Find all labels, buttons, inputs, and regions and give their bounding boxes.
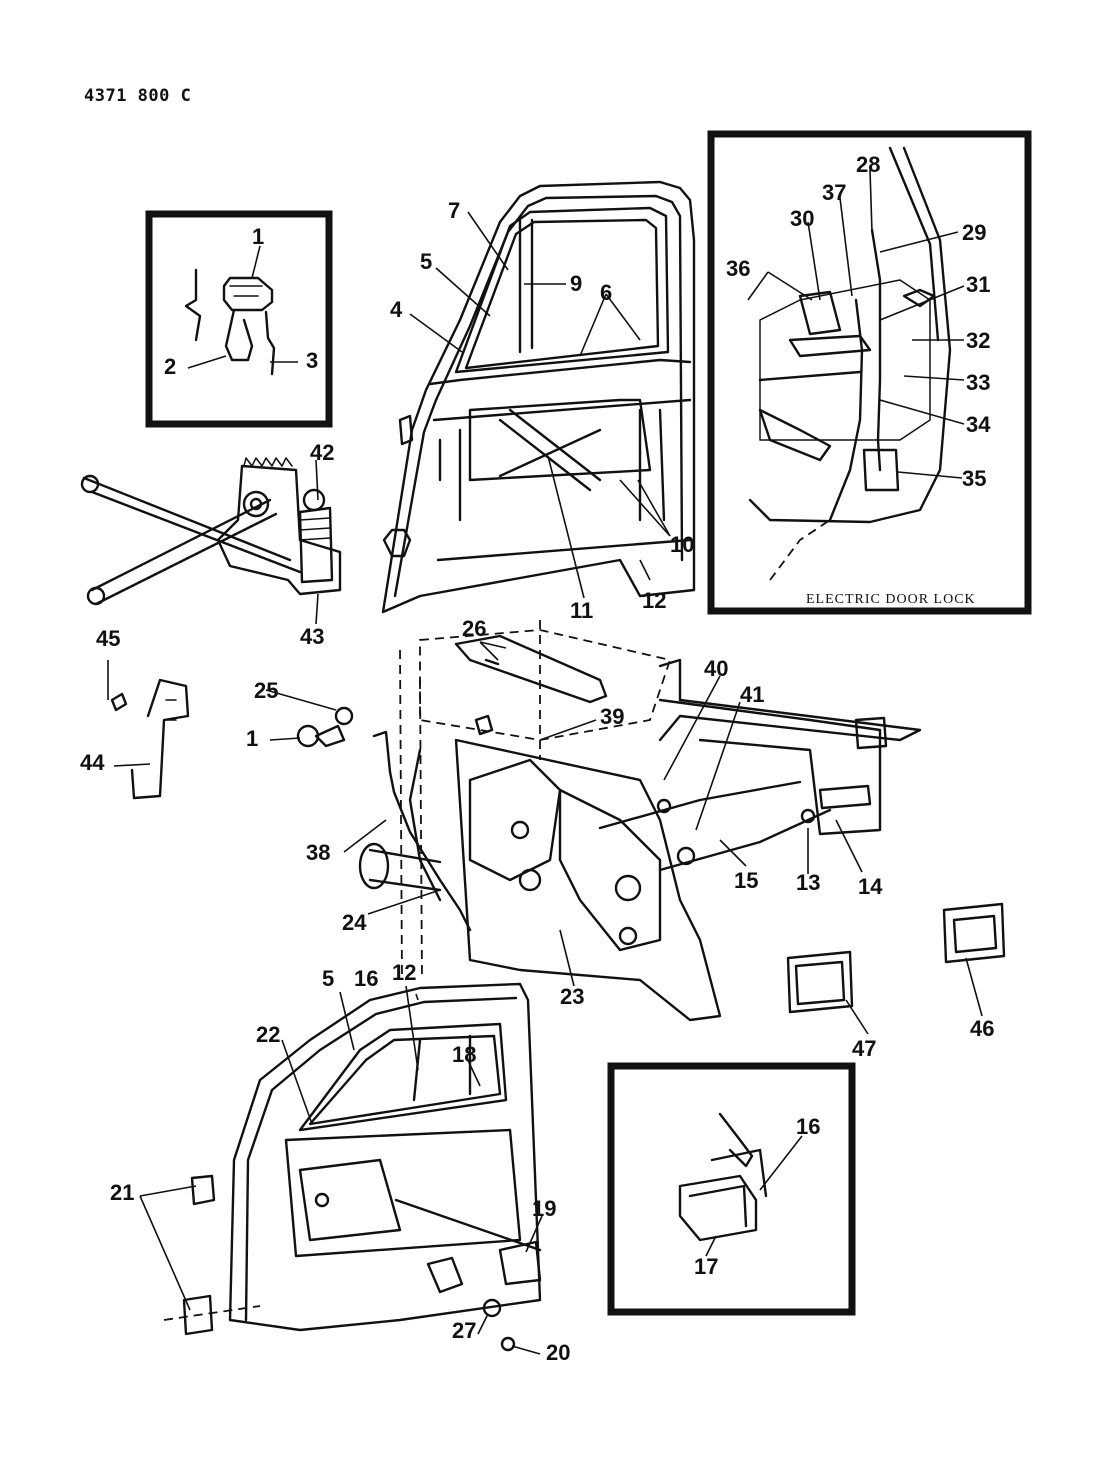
callout-12-top: 12 xyxy=(642,588,667,613)
callout-6: 6 xyxy=(600,280,613,305)
callout-12-bottom: 12 xyxy=(392,960,417,985)
callout-33: 33 xyxy=(966,370,991,395)
callout-35: 35 xyxy=(962,466,987,491)
leader-lines xyxy=(107,169,983,1355)
inset-frame-lock-rods xyxy=(145,210,333,428)
callout-23: 23 xyxy=(560,984,585,1009)
callout-39: 39 xyxy=(600,704,625,729)
inset-frame-electric-door-lock xyxy=(707,130,1032,615)
callout-16-bottom: 16 xyxy=(354,966,379,991)
callout-10: 10 xyxy=(670,532,695,557)
callout-27: 27 xyxy=(452,1318,477,1343)
callout-7: 7 xyxy=(448,198,461,223)
callout-19: 19 xyxy=(532,1196,557,1221)
callout-9: 9 xyxy=(570,271,583,296)
bracket-44 xyxy=(110,678,190,800)
electric-lock-inset-art xyxy=(748,146,952,581)
callout-18: 18 xyxy=(452,1042,477,1067)
callout-41: 41 xyxy=(740,682,765,707)
callout-1-middle: 1 xyxy=(246,726,259,751)
callout-38: 38 xyxy=(306,840,331,865)
callout-4: 4 xyxy=(390,297,403,322)
callout-44: 44 xyxy=(80,750,105,775)
callout-13: 13 xyxy=(796,870,821,895)
handle-inset-art xyxy=(678,1112,768,1242)
callout-32: 32 xyxy=(966,328,991,353)
callout-25: 25 xyxy=(254,678,279,703)
callout-5-bottom: 5 xyxy=(322,966,335,991)
callout-37: 37 xyxy=(822,180,847,205)
latch-and-handle-assembly xyxy=(296,620,922,1022)
callout-31: 31 xyxy=(966,272,991,297)
callout-34: 34 xyxy=(966,412,991,437)
window-regulator xyxy=(80,457,342,606)
callout-21: 21 xyxy=(110,1180,135,1205)
callout-3: 3 xyxy=(306,348,319,373)
figure-code: 4371 800 C xyxy=(84,86,192,106)
callout-29: 29 xyxy=(962,220,987,245)
callout-40: 40 xyxy=(704,656,729,681)
callout-17: 17 xyxy=(694,1254,719,1279)
callout-28: 28 xyxy=(856,152,881,177)
callout-47: 47 xyxy=(852,1036,877,1061)
callout-5-top: 5 xyxy=(420,249,433,274)
callout-11: 11 xyxy=(570,598,594,623)
callout-43: 43 xyxy=(300,624,325,649)
inset-frame-handle xyxy=(607,1062,856,1316)
callout-24: 24 xyxy=(342,910,367,935)
callout-15: 15 xyxy=(734,868,759,893)
callout-16-inset: 16 xyxy=(796,1114,821,1139)
callout-14: 14 xyxy=(858,874,883,899)
electric-door-lock-caption: ELECTRIC DOOR LOCK xyxy=(806,592,976,607)
callout-20: 20 xyxy=(546,1340,571,1365)
inset-lock-cylinder xyxy=(184,268,276,376)
door-shell-bottom xyxy=(163,982,542,1352)
callout-26: 26 xyxy=(462,616,487,641)
callout-22: 22 xyxy=(256,1022,281,1047)
callout-2: 2 xyxy=(164,354,177,379)
door-shell-top xyxy=(381,180,696,614)
bezels xyxy=(786,902,1006,1014)
callout-45: 45 xyxy=(96,626,121,651)
callout-30: 30 xyxy=(790,206,815,231)
callout-36: 36 xyxy=(726,256,751,281)
callout-46: 46 xyxy=(970,1016,995,1041)
callout-1-inset: 1 xyxy=(252,224,265,249)
callout-42: 42 xyxy=(310,440,335,465)
